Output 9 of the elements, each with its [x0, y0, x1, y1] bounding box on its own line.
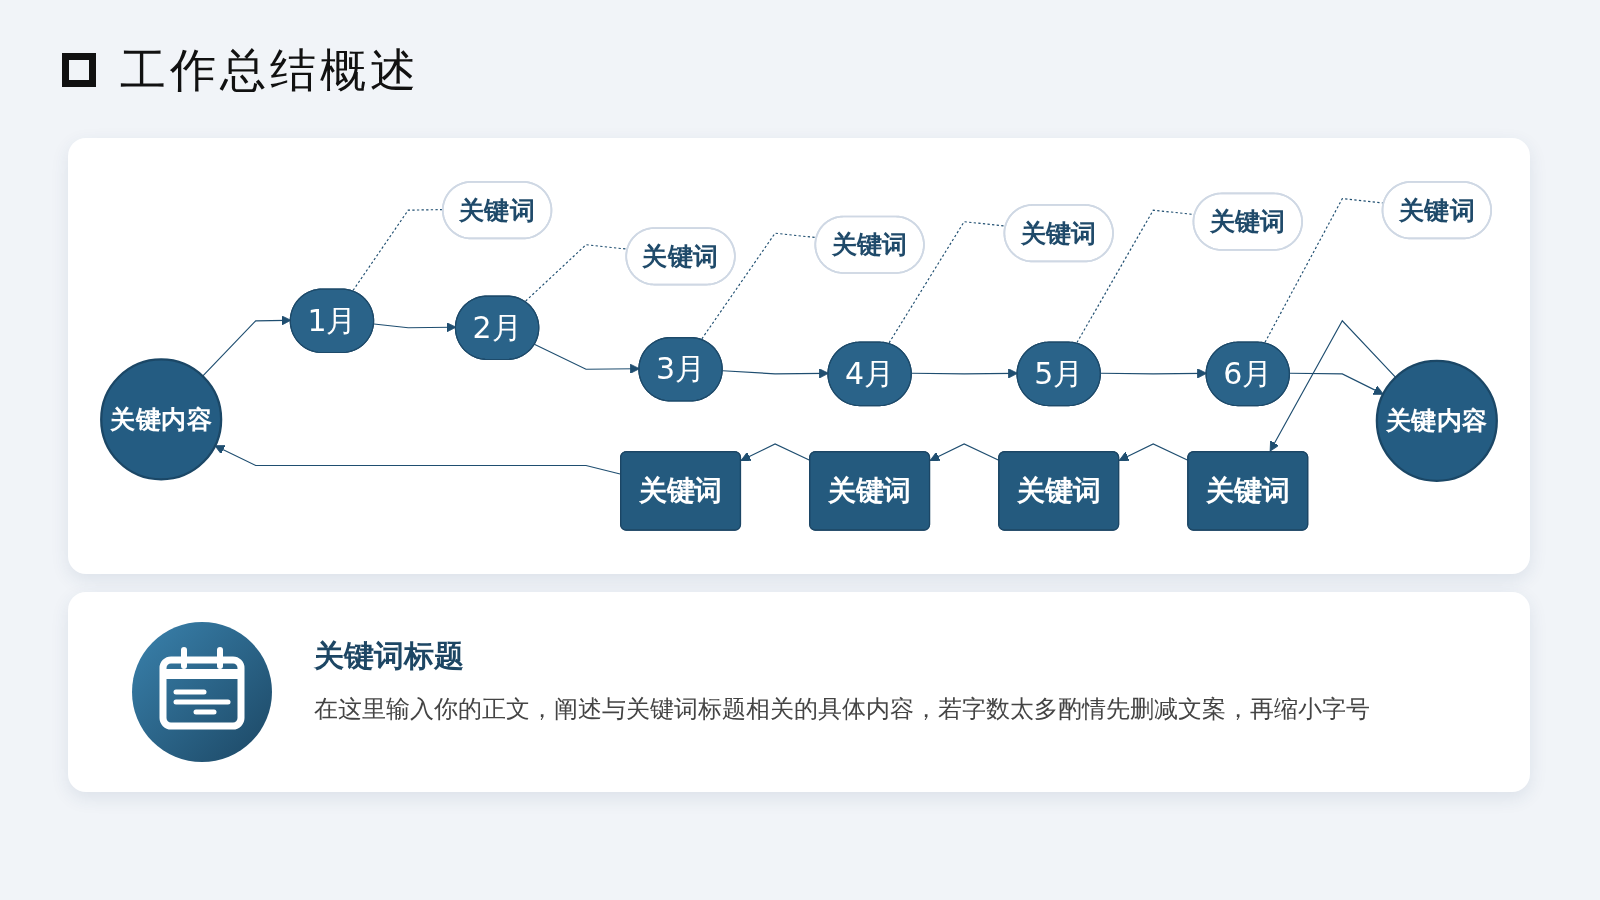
card-heading: 关键词标题 — [314, 637, 464, 675]
arrow — [722, 368, 829, 379]
arrow — [1289, 372, 1384, 395]
diagram-panel: 关键词 关键词 关键词 关键词 关键词 关键词 1月 2月 3月 4月 5月 6月 关键内容 关键内容 关键词 关键词 关键词 关键词 — [68, 138, 1530, 574]
slide-title: 工作总结概述 — [120, 42, 420, 99]
card-body: 在这里输入你的正文，阐述与关键词标题相关的具体内容，若字数太多酌情先删减文案，再缩小字号 — [314, 694, 1370, 725]
node-circle — [100, 358, 223, 481]
node-circle — [1375, 359, 1498, 482]
arrow — [1269, 319, 1397, 452]
